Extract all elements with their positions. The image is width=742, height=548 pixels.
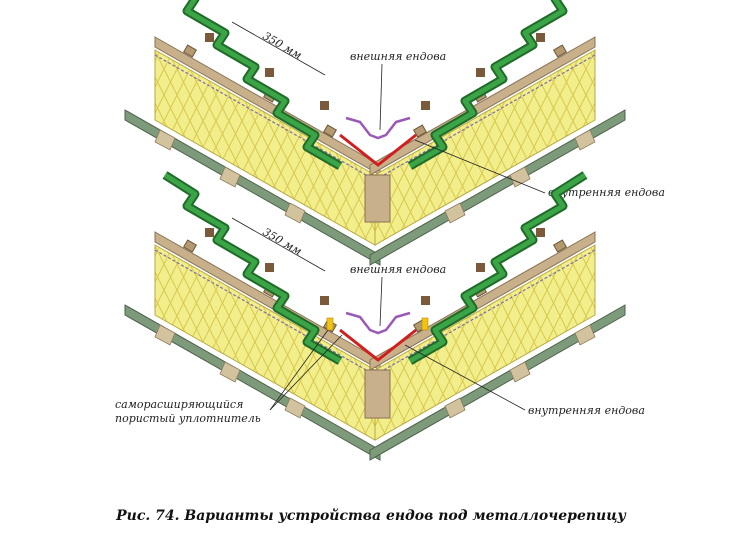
bottom-dimension-text: 350 мм: [261, 225, 305, 258]
top-valley-beam: [364, 174, 391, 223]
top-inner-valley-label: внутренняя ендова: [548, 186, 665, 199]
top-right-slope: [370, 0, 625, 265]
bottom-valley-beam: [364, 369, 391, 419]
top-inner-valley: [339, 133, 417, 167]
bottom-outer-valley-pointer: [379, 276, 383, 327]
bottom-inner-valley-label: внутренняя ендова: [528, 404, 645, 417]
sealant-label-line1: саморасширяющийся: [115, 398, 243, 411]
sealant-pointer-2: [269, 334, 343, 411]
sealant-left: [326, 317, 334, 331]
top-dimension-text: 350 мм: [261, 29, 305, 62]
bottom-inner-valley-pointer: [404, 344, 526, 411]
top-outer-valley: [345, 116, 411, 140]
bottom-diagram: 350 мм внешняя ендова внутренняя ендова …: [115, 175, 645, 460]
top-inner-valley-pointer: [414, 139, 546, 194]
top-dimension-line: [231, 21, 326, 76]
top-outer-valley-pointer: [379, 63, 383, 131]
figure-caption: Рис. 74. Варианты устройства ендов под м…: [116, 508, 626, 524]
bottom-outer-valley: [345, 311, 411, 335]
top-diagram: 350 мм внешняя ендова внутренняя ендова: [125, 0, 665, 265]
top-outer-valley-label: внешняя ендова: [350, 50, 446, 63]
bottom-outer-valley-label: внешняя ендова: [350, 263, 446, 276]
bottom-dimension-line: [231, 217, 326, 272]
top-left-slope: [125, 0, 380, 265]
sealant-label-line2: пористый уплотнитель: [115, 412, 261, 425]
bottom-inner-valley: [339, 328, 417, 362]
sealant-pointer-1: [269, 329, 329, 411]
sealant-right: [421, 317, 429, 331]
